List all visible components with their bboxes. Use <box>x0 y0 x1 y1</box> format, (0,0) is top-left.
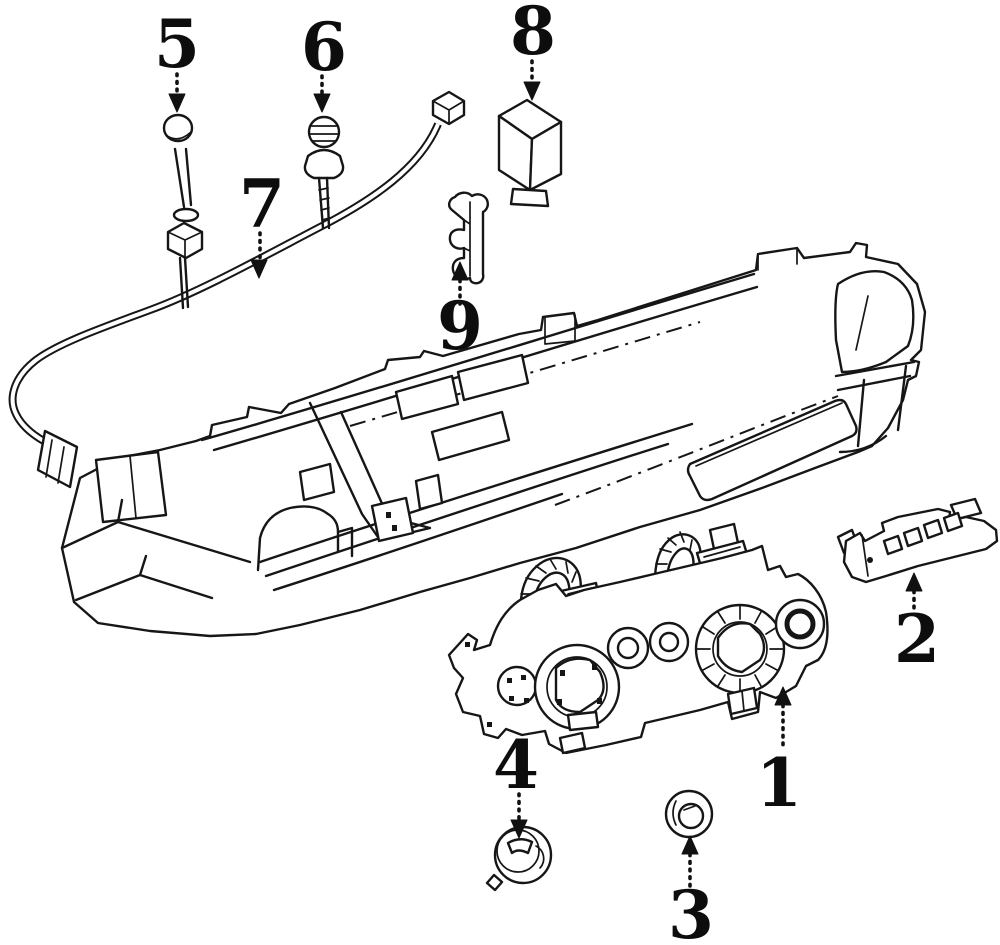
callout-8-label[interactable]: 8 <box>510 0 556 70</box>
callout-4[interactable]: 4 <box>493 726 539 839</box>
callout-3-arrowhead <box>681 835 699 855</box>
callout-7[interactable]: 7 <box>239 165 285 279</box>
callout-6[interactable]: 6 <box>301 8 347 113</box>
callout-7-arrowhead <box>250 259 268 279</box>
callout-4-label[interactable]: 4 <box>493 726 539 804</box>
part-4-knob-drawing <box>485 825 553 892</box>
callout-1[interactable]: 1 <box>756 686 802 822</box>
glovebox-opening <box>686 398 858 502</box>
part-1-instrument-cluster-drawing <box>447 522 829 755</box>
callout-5-label[interactable]: 5 <box>154 5 200 83</box>
cable-connector-top <box>431 90 466 126</box>
callout-6-arrowhead <box>313 93 331 113</box>
callout-4-arrowhead <box>510 819 528 839</box>
callout-3-label[interactable]: 3 <box>668 876 714 945</box>
callout-2-label[interactable]: 2 <box>894 600 940 678</box>
callout-3[interactable]: 3 <box>668 835 714 945</box>
callout-8[interactable]: 8 <box>510 0 556 101</box>
callout-5-arrowhead <box>168 93 186 113</box>
part-7-cable-drawing <box>8 90 466 489</box>
callout-5[interactable]: 5 <box>154 5 200 113</box>
callout-6-label[interactable]: 6 <box>301 8 347 86</box>
callout-9-arrowhead <box>451 261 469 281</box>
callout-9-label[interactable]: 9 <box>437 287 483 365</box>
callout-7-label[interactable]: 7 <box>239 165 285 243</box>
callout-1-label[interactable]: 1 <box>756 744 802 822</box>
callout-2-arrowhead <box>905 572 923 592</box>
part-9-bracket-drawing <box>447 191 489 285</box>
part-8-relay-drawing <box>497 98 563 208</box>
part-3-ring-drawing <box>664 789 714 839</box>
callout-8-arrowhead <box>523 81 541 101</box>
callout-9[interactable]: 9 <box>437 261 483 365</box>
part-5-screw-drawing <box>162 113 204 310</box>
dashboard-carrier-drawing <box>60 241 927 638</box>
callout-1-arrowhead <box>774 686 792 706</box>
end-cap-panel <box>834 270 915 374</box>
part-6-grommet-drawing <box>303 115 345 230</box>
part-2-switch-drawing <box>836 497 999 584</box>
cable-connector-bottom <box>36 429 79 489</box>
callout-2[interactable]: 2 <box>894 572 940 678</box>
